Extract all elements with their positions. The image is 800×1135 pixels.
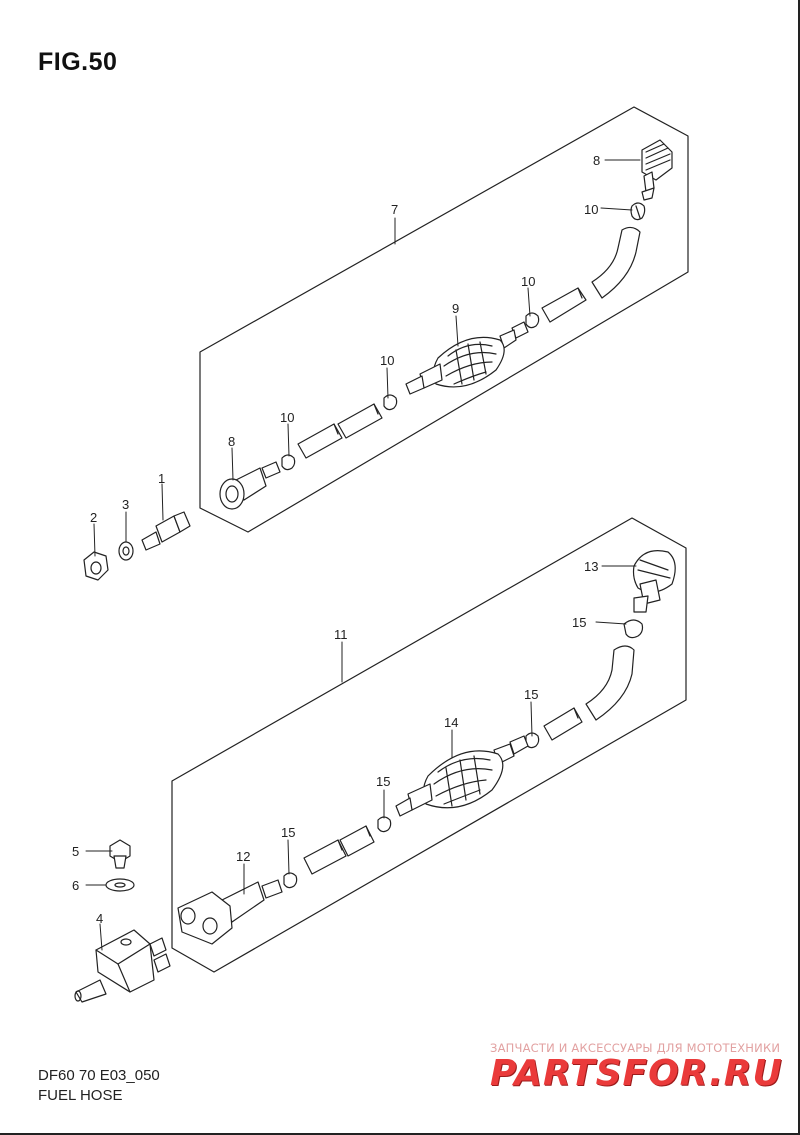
lower-clip-left <box>283 872 298 889</box>
callout-labels: 1 2 3 4 5 6 7 8 8 9 10 10 10 10 11 12 13… <box>72 153 600 926</box>
lower-clip-middle <box>377 816 392 833</box>
upper-hose-middle <box>337 403 383 439</box>
fuel-nipple <box>141 511 191 551</box>
flat-washer <box>105 878 135 892</box>
callout-15-c: 15 <box>376 774 390 789</box>
hex-nut <box>83 551 109 581</box>
upper-hose-left <box>297 423 343 459</box>
lower-clip-top <box>623 619 644 639</box>
lower-assembly-panel <box>171 517 687 973</box>
callout-3: 3 <box>122 497 129 512</box>
upper-clip-left <box>281 454 296 471</box>
lower-hose-right <box>543 707 583 741</box>
callout-5: 5 <box>72 844 79 859</box>
callout-15-a: 15 <box>572 615 586 630</box>
diagram-caption: FUEL HOSE <box>38 1087 123 1104</box>
leader-lines <box>85 159 641 951</box>
callout-10-a: 10 <box>584 202 598 217</box>
callout-10-d: 10 <box>280 410 294 425</box>
figure-title: FIG.50 <box>38 48 118 76</box>
callout-14: 14 <box>444 715 458 730</box>
fuel-joint <box>74 929 171 1003</box>
lower-tank-connector <box>632 550 676 613</box>
callout-2: 2 <box>90 510 97 525</box>
upper-engine-connector <box>219 461 281 510</box>
upper-primer-bulb <box>405 321 529 395</box>
callout-6: 6 <box>72 878 79 893</box>
callout-12: 12 <box>236 849 250 864</box>
lower-hose-middle <box>339 825 375 857</box>
callout-9: 9 <box>452 301 459 316</box>
lower-engine-connector <box>177 879 283 945</box>
callout-8-upper: 8 <box>593 153 600 168</box>
callout-7: 7 <box>391 202 398 217</box>
callout-1: 1 <box>158 471 165 486</box>
callout-13: 13 <box>584 559 598 574</box>
lower-bent-hose <box>585 645 635 721</box>
bolt <box>109 839 131 869</box>
upper-tank-connector <box>641 139 673 201</box>
upper-assembly-panel <box>199 106 689 533</box>
upper-hose-right <box>541 287 587 323</box>
watermark-subtitle: ЗАПЧАСТИ И АКСЕССУАРЫ ДЛЯ МОТОТЕХНИКИ <box>490 1041 781 1055</box>
upper-clip-top <box>630 202 646 221</box>
upper-clip-right <box>525 312 540 329</box>
upper-bent-hose <box>591 226 641 299</box>
callout-8-lower: 8 <box>228 434 235 449</box>
lower-hose-left <box>303 839 347 875</box>
diagram-code: DF60 70 E03_050 <box>38 1067 160 1084</box>
callout-10-b: 10 <box>521 274 535 289</box>
watermark-logo: PARTSFOR.RU <box>490 1053 783 1094</box>
callout-11: 11 <box>334 627 348 642</box>
callout-4: 4 <box>96 911 103 926</box>
washer <box>118 541 134 561</box>
callout-15-b: 15 <box>524 687 538 702</box>
callout-15-d: 15 <box>281 825 295 840</box>
callout-10-c: 10 <box>380 353 394 368</box>
upper-clip-middle <box>383 394 398 411</box>
lower-primer-bulb <box>395 735 529 817</box>
